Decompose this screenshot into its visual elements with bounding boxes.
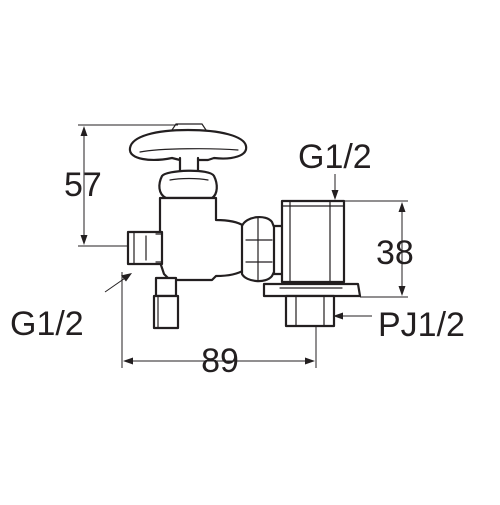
outlet-body xyxy=(280,199,346,284)
leader-pj12 xyxy=(333,312,372,320)
dim-89-lines xyxy=(121,272,317,368)
dim-label-89: 89 xyxy=(201,342,239,380)
mount-flange xyxy=(262,282,362,298)
union-nut xyxy=(240,216,278,283)
handle-knob xyxy=(128,128,248,162)
dim-38-lines xyxy=(344,200,408,298)
dim-label-38: 38 xyxy=(376,234,414,272)
bottom-spout xyxy=(154,276,178,298)
bottom-spout-tip xyxy=(152,294,180,330)
valve-body xyxy=(158,196,246,282)
thread-label-bottom-right: PJ1/2 xyxy=(378,306,465,344)
left-inlet xyxy=(126,230,164,266)
bonnet xyxy=(158,169,218,200)
leader-left-g12 xyxy=(104,273,132,293)
bottom-thread xyxy=(284,294,336,328)
thread-label-top-right: G1/2 xyxy=(298,138,372,176)
leader-top-g12 xyxy=(331,174,339,200)
faucet-body xyxy=(126,123,362,330)
dim-57-lines xyxy=(78,124,178,247)
thread-label-bottom-left: G1/2 xyxy=(10,305,84,343)
dim-label-57: 57 xyxy=(64,166,102,204)
